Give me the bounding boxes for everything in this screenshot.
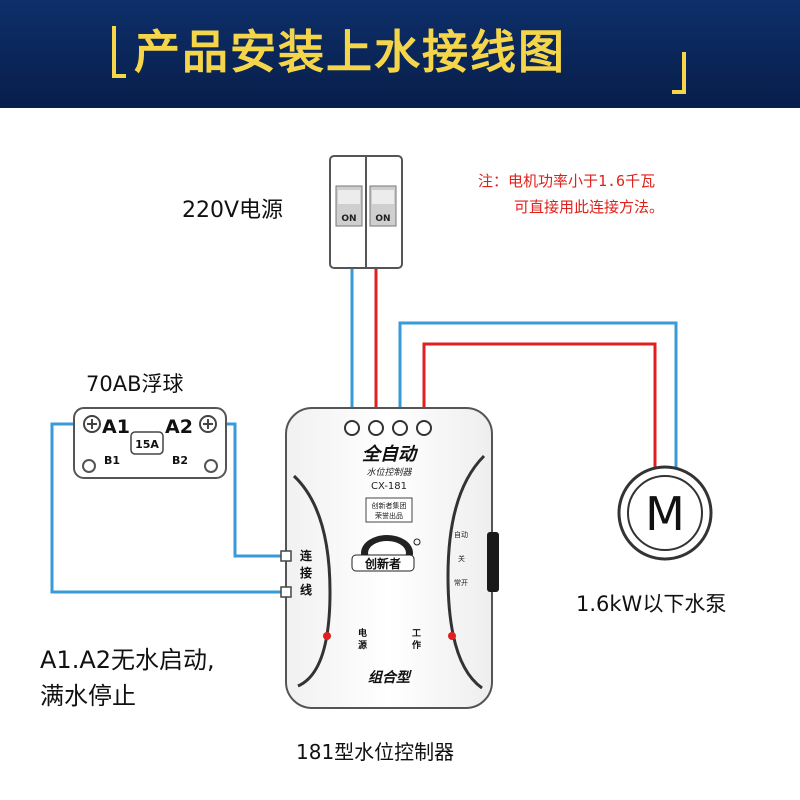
float-switch: A1 A2 15A B1 B2 <box>73 407 227 479</box>
pump-label: 1.6kW以下水泵 <box>576 592 727 616</box>
badge-line1: 创新者集团 <box>372 501 407 510</box>
power-label-ch2: 源 <box>358 639 367 651</box>
pump-motor-icon: M <box>617 465 713 561</box>
mode-off-label: 关 <box>458 554 465 563</box>
terminal-pump-l <box>416 420 432 436</box>
terminal-connect-bottom <box>280 586 292 598</box>
power-led-icon <box>323 632 331 640</box>
float-b2-label: B2 <box>172 454 188 467</box>
controller-model: CX-181 <box>371 481 407 492</box>
title-banner <box>0 0 800 108</box>
note-line-1: 注：电机功率小于1.6千瓦 <box>478 172 656 190</box>
instructions-line-1: A1.A2无水启动, <box>40 646 215 674</box>
note-line-2: 可直接用此连接方法。 <box>514 198 665 216</box>
terminal-power-l <box>368 420 384 436</box>
breaker-on-left: ON <box>341 214 356 224</box>
controller-caption: 181型水位控制器 <box>296 740 455 764</box>
work-label-ch1: 工 <box>412 628 421 639</box>
terminal-power-n <box>344 420 360 436</box>
float-a2-label: A2 <box>165 416 193 438</box>
float-switch-label: 70AB浮球 <box>86 372 184 396</box>
instructions-line-2: 满水停止 <box>40 682 136 710</box>
float-b1-label: B1 <box>104 454 120 467</box>
pump-wire-red <box>422 342 657 478</box>
work-led-icon <box>448 632 456 640</box>
badge-line2: 荣誉出品 <box>375 511 403 520</box>
connect-label-ch2: 接 <box>300 565 312 580</box>
title-bracket-left <box>112 26 126 78</box>
mode-auto-label: 自动 <box>454 530 468 539</box>
page-title: 产品安装上水接线图 <box>134 25 566 79</box>
float-rating: 15A <box>135 438 159 451</box>
connect-label-vertical: 连 接 线 <box>300 548 316 597</box>
mode-selector-switch <box>487 532 499 592</box>
terminal-pump-n <box>392 420 408 436</box>
breaker-on-right: ON <box>375 214 390 224</box>
mode-on-label: 常开 <box>454 578 468 587</box>
work-label-vertical: 工 作 <box>412 628 424 651</box>
float-wire-a1 <box>50 422 282 594</box>
power-label-ch1: 电 <box>358 627 367 639</box>
power-label-vertical: 电 源 <box>358 627 370 651</box>
logo-text: 创新者 <box>364 556 401 571</box>
terminal-connect-top <box>280 550 292 562</box>
controller-brand: 全自动 <box>362 444 419 465</box>
controller-subtitle: 水位控制器 <box>366 467 412 478</box>
power-source-label: 220V电源 <box>182 198 284 223</box>
combo-type-label: 组合型 <box>368 669 412 686</box>
controller-body: 全自动 水位控制器 CX-181 创新者集团 荣誉出品 创新者 连 接 线 自动… <box>280 407 499 709</box>
connect-label-ch1: 连 <box>300 548 313 563</box>
connect-label-ch3: 线 <box>300 582 312 597</box>
circuit-breaker: ON ON <box>329 155 403 269</box>
title-bracket-right <box>672 52 686 94</box>
work-label-ch2: 作 <box>412 639 421 651</box>
brand-logo-icon <box>351 535 421 572</box>
float-a1-label: A1 <box>102 416 130 438</box>
pump-wire-blue <box>398 321 678 478</box>
motor-symbol: M <box>645 487 685 541</box>
